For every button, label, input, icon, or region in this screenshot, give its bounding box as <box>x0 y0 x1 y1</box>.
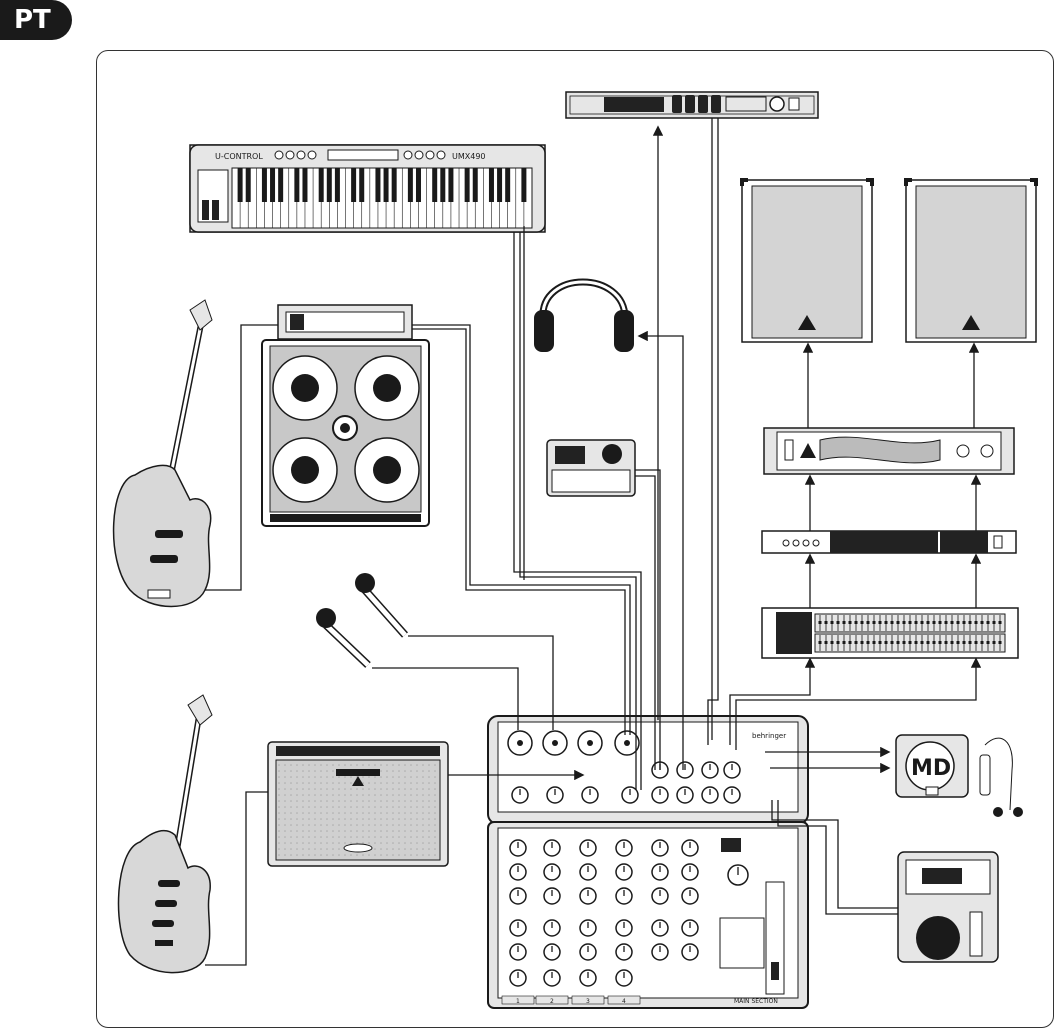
headphones <box>534 282 634 352</box>
midi-keyboard: U-CONTROL UMX490 <box>190 145 545 232</box>
minidisc-recorder: MD <box>896 735 1023 817</box>
mixer-channel-number: 3 <box>586 998 590 1005</box>
speaker-right <box>906 180 1036 342</box>
microphone-2 <box>355 573 405 635</box>
electric-guitar <box>119 695 212 973</box>
mixer-main-section-label: MAIN SECTION <box>734 998 778 1005</box>
effects-processor-rack <box>566 92 818 118</box>
speaker-left <box>742 180 872 342</box>
keyboard-brand-label: U-CONTROL <box>215 152 263 161</box>
bass-guitar <box>114 300 212 607</box>
mixer-brand: behringer <box>752 732 786 740</box>
graphic-equalizer <box>762 608 1018 658</box>
mixer-channel-number: 2 <box>550 998 554 1005</box>
bass-speaker-cabinet <box>262 340 429 526</box>
bass-amp-head <box>278 305 412 339</box>
power-amplifier <box>764 428 1014 474</box>
minidisc-label: MD <box>911 756 951 781</box>
crossover-processor <box>762 531 1016 553</box>
mixer-channel-number: 1 <box>516 998 520 1005</box>
drum-machine <box>547 440 635 496</box>
mixer: behringer MAIN SECTION 1 2 3 4 <box>488 716 808 1008</box>
mixer-channel-number: 4 <box>622 998 626 1005</box>
keyboard-model-label: UMX490 <box>452 152 486 161</box>
guitar-amp-combo <box>268 742 448 866</box>
cd-player <box>898 852 998 962</box>
microphone-1 <box>316 608 368 665</box>
